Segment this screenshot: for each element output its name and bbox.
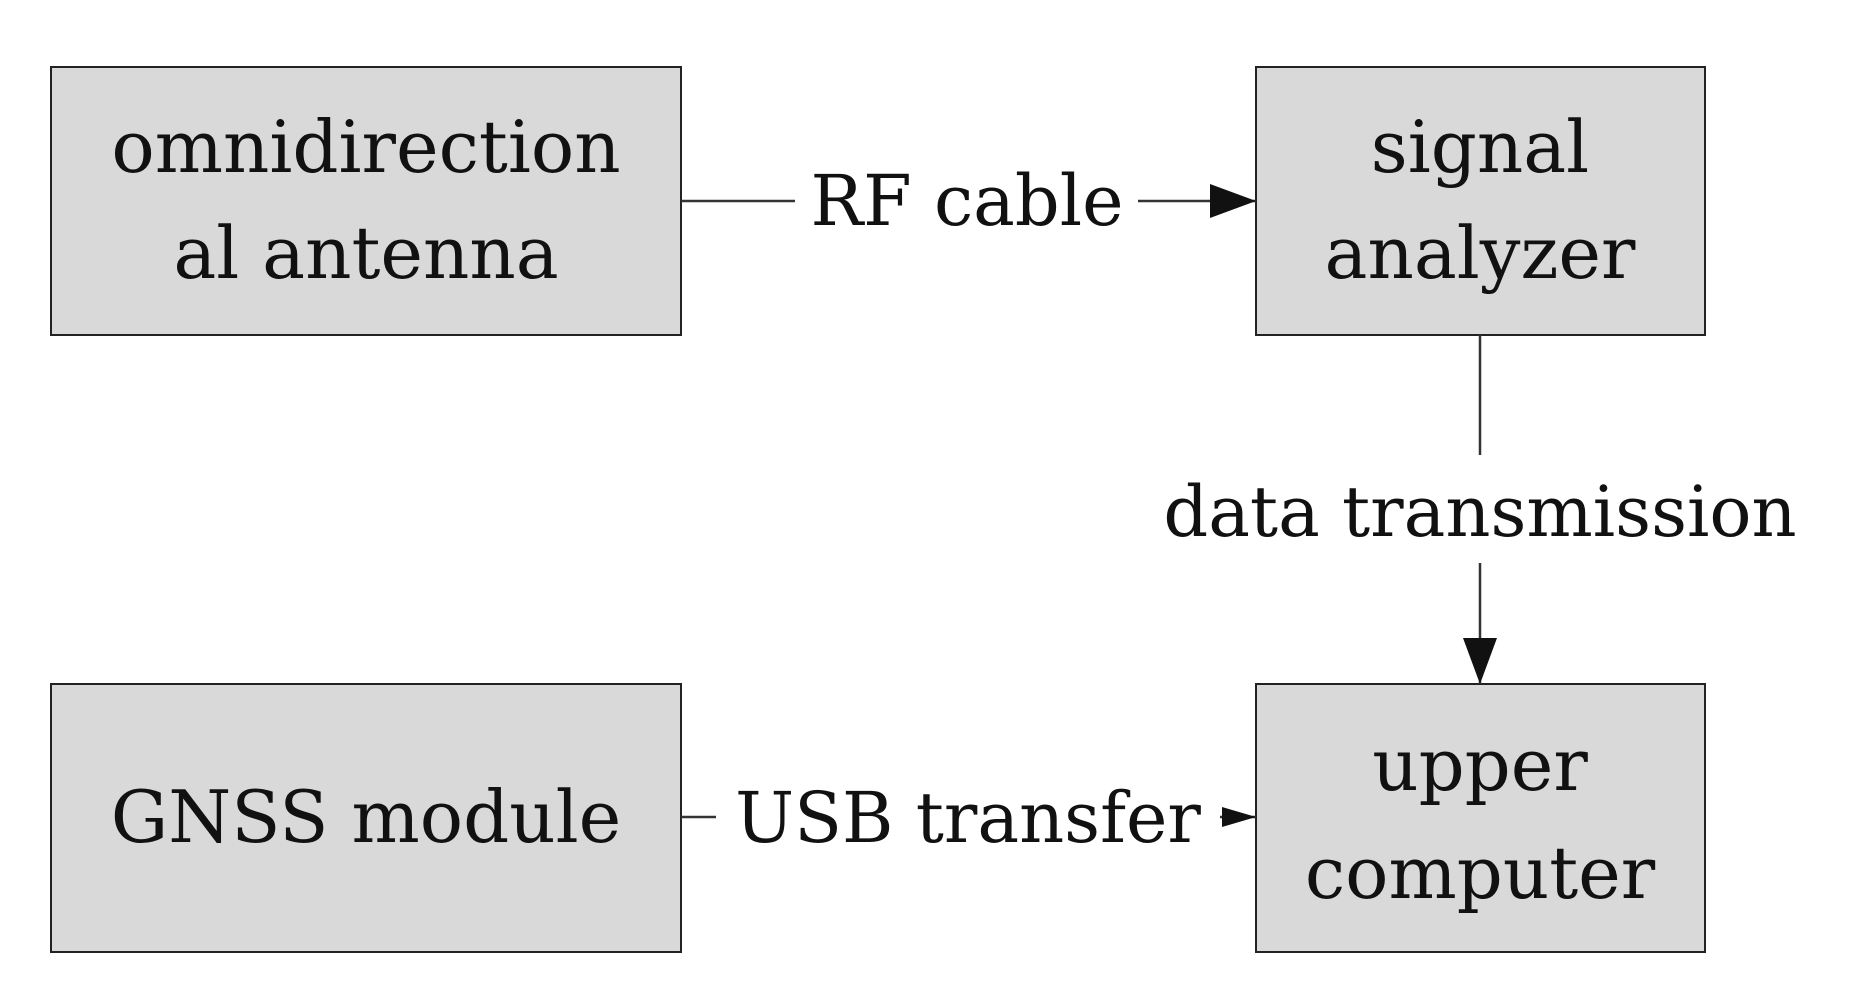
node-box bbox=[1255, 683, 1706, 953]
node-gnss-module: GNSS module bbox=[50, 683, 682, 953]
node-label-line: signal bbox=[1371, 105, 1589, 189]
node-label-line: analyzer bbox=[1325, 211, 1636, 295]
edge-usb-transfer: USB transfer bbox=[681, 777, 1256, 859]
node-label-line: omnidirection bbox=[111, 105, 620, 189]
edge-label: USB transfer bbox=[735, 777, 1201, 859]
edge-data-transmission: data transmission bbox=[1163, 335, 1797, 684]
node-box bbox=[50, 66, 682, 336]
node-omnidirectional-antenna: omnidirection al antenna bbox=[50, 66, 682, 336]
edge-label: data transmission bbox=[1163, 471, 1796, 553]
node-upper-computer: upper computer bbox=[1255, 683, 1706, 953]
node-label-line: computer bbox=[1305, 831, 1656, 915]
node-box bbox=[1255, 66, 1706, 336]
edge-label: RF cable bbox=[810, 160, 1123, 242]
node-label-line: GNSS module bbox=[111, 775, 622, 859]
node-label-line: upper bbox=[1372, 723, 1588, 807]
node-signal-analyzer: signal analyzer bbox=[1255, 66, 1706, 336]
edge-rf-cable: RF cable bbox=[681, 160, 1256, 242]
node-box bbox=[50, 683, 682, 953]
node-label-line: al antenna bbox=[173, 211, 558, 295]
